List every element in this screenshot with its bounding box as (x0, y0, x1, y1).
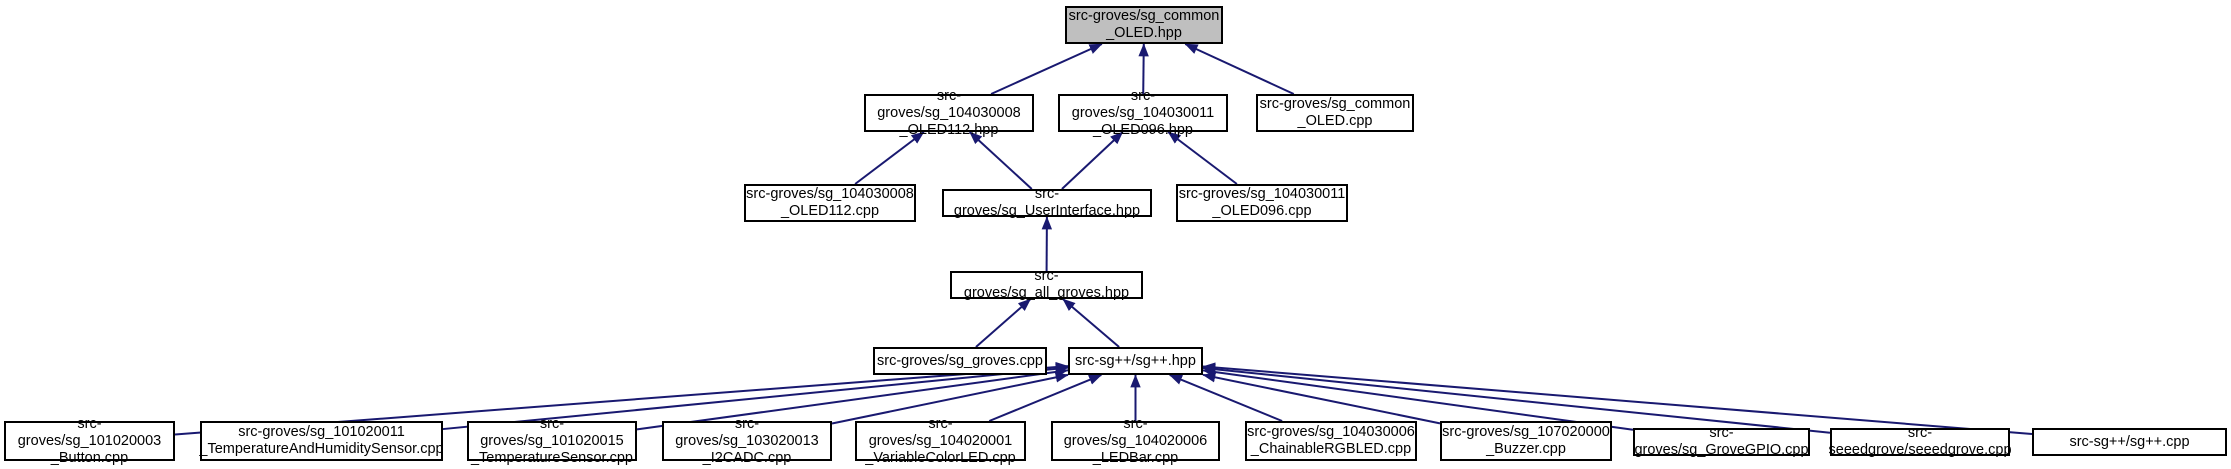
graph-node-src-groves-sg-104030011-oled096-hpp[interactable]: src-groves/sg_104030011 _OLED096.hpp (1058, 88, 1228, 138)
graph-node-label: src-groves/sg_groves.cpp (876, 352, 1043, 369)
dependency-edge (1202, 364, 1831, 434)
graph-node-label: src-groves/sg_103020013 _I2CADC.cpp (675, 415, 819, 466)
graph-node-src-groves-sg-104020006-ledbar-cpp[interactable]: src-groves/sg_104020006 _LEDBar.cpp (1051, 416, 1220, 466)
dependency-edge (1061, 131, 1124, 190)
graph-node-label: src-groves/sg_101020003 _Button.cpp (17, 415, 162, 466)
graph-node-label: src-sg++/sg++.hpp (1075, 352, 1196, 369)
graph-node-src-sgpp-sgpp-cpp[interactable]: src-sg++/sg++.cpp (2032, 428, 2227, 456)
graph-node-src-groves-sg-all-groves-hpp[interactable]: src-groves/sg_all_groves.hpp (950, 268, 1143, 301)
dependency-edge (1138, 43, 1149, 95)
dependency-edge (1167, 131, 1238, 185)
graph-node-src-groves-sg-101020003-button-cpp[interactable]: src-groves/sg_101020003 _Button.cpp (4, 416, 175, 466)
graph-node-label: src-groves/sg_104030008 _OLED112.cpp (746, 186, 914, 219)
graph-node-src-groves-sg-103020013-i2cadc-cpp[interactable]: src-groves/sg_103020013 _I2CADC.cpp (662, 416, 832, 466)
dependency-edge (1202, 366, 1634, 431)
graph-node-label: src-groves/sg_101020015 _TemperatureSens… (470, 415, 633, 466)
graph-node-label: src-groves/sg_101020011 _TemperatureAndH… (199, 424, 444, 457)
dependency-edge (831, 372, 1069, 425)
graph-node-src-groves-sg-101020011-temperatureandhumiditysensor-cpp[interactable]: src-groves/sg_101020011 _TemperatureAndH… (199, 421, 444, 461)
graph-node-src-sgpp-sgpp-hpp[interactable]: src-sg++/sg++.hpp (1068, 347, 1203, 375)
graph-node-src-groves-sg-groves-cpp[interactable]: src-groves/sg_groves.cpp (873, 347, 1047, 375)
graph-node-label: src-groves/sg_104030006 _ChainableRGBLED… (1247, 424, 1415, 457)
graph-node-label: src-groves/sg_104020006 _LEDBar.cpp (1063, 415, 1208, 466)
graph-node-label: src-sg++/sg++.cpp (2069, 433, 2190, 450)
graph-node-label: src-seeedgrove/seeedgrove.cpp (1828, 425, 2012, 458)
graph-node-label: src-groves/sg_UserInterface.hpp (953, 186, 1141, 219)
graph-node-src-groves-sg-104030008-oled112-cpp[interactable]: src-groves/sg_104030008 _OLED112.cpp (744, 184, 916, 222)
graph-node-label: src-groves/sg_all_groves.hpp (963, 268, 1130, 301)
graph-node-src-groves-sg-101020015-temperaturesensor-cpp[interactable]: src-groves/sg_101020015 _TemperatureSens… (467, 416, 637, 466)
dependency-edge (636, 366, 1069, 431)
dependency-edge (1202, 372, 1441, 425)
graph-node-src-groves-sg-107020000-buzzer-cpp[interactable]: src-groves/sg_107020000 _Buzzer.cpp (1440, 421, 1612, 461)
graph-node-src-groves-sg-104030006-chainablergbled-cpp[interactable]: src-groves/sg_104030006 _ChainableRGBLED… (1245, 421, 1417, 461)
dependency-edge (442, 363, 1069, 431)
dependency-edge (1169, 374, 1283, 422)
graph-node-label: src-groves/sg_104030011 _OLED096.hpp (1071, 87, 1215, 138)
graph-node-src-groves-sg-common-oled-hpp[interactable]: src-groves/sg_common _OLED.hpp (1065, 6, 1223, 44)
graph-node-src-groves-sg-104030008-oled112-hpp[interactable]: src-groves/sg_104030008 _OLED112.hpp (864, 88, 1034, 138)
graph-node-label: src-groves/sg_104020001 _VariableColorLE… (865, 415, 1016, 466)
graph-node-src-groves-sg-common-oled-cpp[interactable]: src-groves/sg_common _OLED.cpp (1256, 94, 1414, 132)
graph-node-src-seeedgrove-seeedgrove-cpp[interactable]: src-seeedgrove/seeedgrove.cpp (1828, 425, 2012, 458)
graph-node-label: src-groves/sg_common _OLED.cpp (1259, 96, 1411, 129)
dependency-edge (969, 131, 1033, 190)
dependency-edge (854, 131, 925, 185)
graph-node-src-groves-sg-userinterface-hpp[interactable]: src-groves/sg_UserInterface.hpp (942, 186, 1152, 219)
graph-node-src-groves-sg-grovegpio-cpp[interactable]: src-groves/sg_GroveGPIO.cpp (1633, 425, 1810, 458)
graph-node-label: src-groves/sg_common _OLED.hpp (1068, 8, 1220, 41)
dependency-edge (1184, 43, 1295, 95)
dependency-edge (1062, 298, 1120, 348)
graph-node-src-groves-sg-104030011-oled096-cpp[interactable]: src-groves/sg_104030011 _OLED096.cpp (1176, 184, 1348, 222)
graph-node-label: src-groves/sg_107020000 _Buzzer.cpp (1442, 424, 1610, 457)
dependency-edge (1202, 362, 2033, 436)
dependency-edge (988, 374, 1102, 422)
graph-node-label: src-groves/sg_GroveGPIO.cpp (1634, 425, 1809, 458)
graph-node-label: src-groves/sg_104030011 _OLED096.cpp (1178, 186, 1346, 219)
dependency-edge (990, 43, 1103, 95)
graph-node-src-groves-sg-104020001-variablecolorled-cpp[interactable]: src-groves/sg_104020001 _VariableColorLE… (855, 416, 1026, 466)
graph-node-label: src-groves/sg_104030008 _OLED112.hpp (877, 87, 1021, 138)
dependency-edge (975, 298, 1032, 348)
